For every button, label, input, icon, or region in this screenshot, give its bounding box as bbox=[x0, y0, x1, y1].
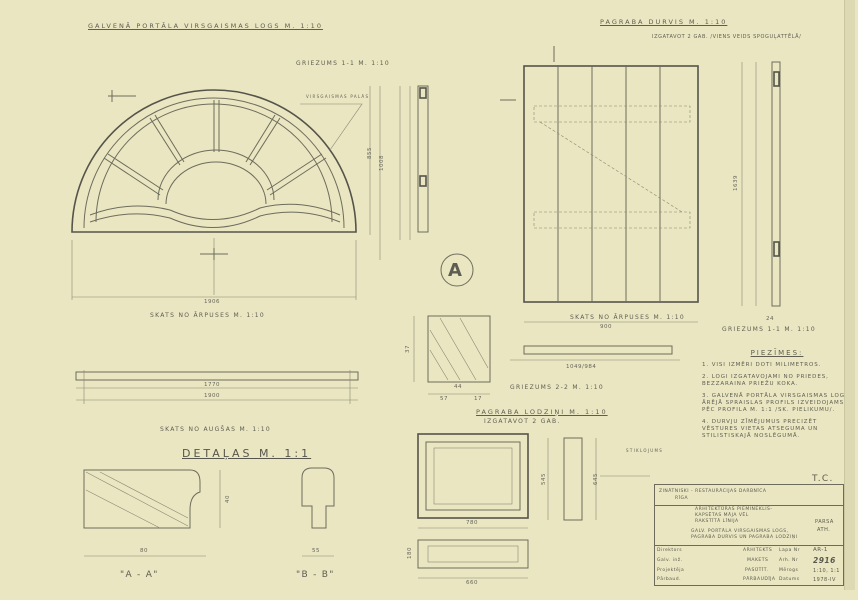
door-title: PAGRABA DURVIS M. 1:10 bbox=[600, 18, 728, 26]
note-item: 2. LOGI IZGATAVOJAMI NO PRIEDES, BEZZARA… bbox=[702, 374, 829, 387]
dim-top-outer: 1900 bbox=[204, 393, 220, 399]
dim-arch-h1: 855 bbox=[367, 147, 373, 159]
door-section-title: GRIEZUMS 1-1 M. 1:10 bbox=[722, 326, 816, 333]
door-elevation bbox=[500, 46, 699, 323]
dim-detail-b: 55 bbox=[312, 548, 320, 554]
tb-col-label: Lapa Nr bbox=[779, 548, 801, 553]
dim-sec22-a: 44 bbox=[454, 384, 462, 390]
tb-sheet-no: AR-1 bbox=[813, 547, 828, 553]
dim-door-sec: 24 bbox=[766, 316, 774, 322]
tb-left-label: Pārbaud. bbox=[657, 577, 682, 582]
tb-left-label: Direktors bbox=[657, 548, 683, 553]
tb-object-1: ARHITEKTŪRAS PIEMINEKLIS- bbox=[695, 507, 773, 512]
section-2-2 bbox=[413, 315, 491, 395]
note-item: 1. VISI IZMĒRI DOTI MILIMETROS. bbox=[702, 362, 822, 368]
dim-bw-h2: 645 bbox=[593, 473, 599, 485]
dim-sec22-h: 37 bbox=[405, 345, 411, 353]
window-view-title: SKATS NO ĀRPUSES M. 1:10 bbox=[150, 312, 266, 319]
tb-stage2: ATH. bbox=[817, 527, 831, 533]
dim-bw-inner: 780 bbox=[466, 520, 478, 526]
tb-left-label: Galv. inž. bbox=[657, 558, 683, 563]
window-main-title: GALVENĀ PORTĀLA VIRSGAISMAS LOGS M. 1:10 bbox=[88, 22, 323, 30]
dim-detail-w: 80 bbox=[140, 548, 148, 554]
basement-window-title: PAGRABA LODZIŅI M. 1:10 bbox=[476, 408, 608, 416]
tb-archive-no: 2916 bbox=[813, 556, 836, 565]
tb-stage: PARSA bbox=[815, 519, 834, 525]
tb-sheet-title-2: PAGRABA DURVIS UN PAGRABA LODZIŅI bbox=[691, 535, 798, 540]
tb-col-label: Arh. Nr bbox=[779, 558, 799, 563]
door-view-title: SKATS NO ĀRPUSES M. 1:10 bbox=[570, 314, 686, 321]
note-item: 4. DURVJU ZĪMĒJUMUS PRECIZĒT VĒSTURES VI… bbox=[702, 419, 819, 439]
tb-org: ZINĀTNISKI - RESTAURĀCIJAS DARBNĪCA bbox=[659, 489, 767, 494]
title-block: ZINĀTNISKI - RESTAURĀCIJAS DARBNĪCA RĪGA… bbox=[654, 484, 844, 586]
window-section-title: GRIEZUMS 1-1 M. 1:10 bbox=[296, 60, 390, 67]
tb-org-sub: RĪGA bbox=[675, 496, 689, 501]
tb-col-label: Mērogs bbox=[779, 568, 799, 573]
notes-panel: PIEZĪMES: 1. VISI IZMĒRI DOTI MILIMETROS… bbox=[702, 350, 852, 445]
tb-object-3: RAKSTĪTĀ LĪNIJA bbox=[695, 519, 739, 524]
tb-object-2: KAPSĒTAS MĀJA VĒL bbox=[695, 513, 749, 518]
top-view-title: SKATS NO AUGŠAS M. 1:10 bbox=[160, 426, 272, 433]
stiklojums-label: STIKLOJUMS bbox=[626, 448, 664, 453]
dim-detail-h: 40 bbox=[225, 495, 231, 503]
tb-date: 1978-IV bbox=[813, 577, 836, 583]
window-top-view bbox=[75, 370, 359, 404]
door-note: IZGATAVOT 2 GAB. /VIENS VEIDS SPOGUĻATTĒ… bbox=[652, 34, 802, 40]
dim-bw-h: 545 bbox=[541, 473, 547, 485]
tb-row-label: PASŪTĪT. bbox=[745, 568, 769, 573]
basement-window-note: IZGATAVOT 2 GAB. bbox=[484, 418, 561, 425]
notes-heading: PIEZĪMES: bbox=[750, 349, 804, 357]
window-section-1-1 bbox=[399, 85, 429, 240]
tb-sheet-title-1: GALV. PORTĀLA VIRSGAISMAS LOGS, bbox=[691, 529, 789, 534]
signature-initials: T.C. bbox=[812, 474, 834, 484]
dim-sec22-b: 57 bbox=[440, 396, 448, 402]
dim-door-sec-b: 1049/984 bbox=[566, 364, 597, 370]
detail-b-label: "B - B" bbox=[296, 570, 335, 580]
details-title: DETAĻAS M. 1:1 bbox=[182, 447, 312, 460]
basement-window bbox=[417, 433, 650, 579]
dim-door-width: 900 bbox=[600, 324, 612, 330]
door-section-1-1 bbox=[741, 61, 781, 307]
transom-label: VIRSGAISMAS PALĀS bbox=[306, 94, 370, 99]
tb-row-label: PĀRBAUDĪJA bbox=[743, 577, 776, 582]
marker-a-label: A bbox=[448, 260, 464, 281]
profile-details bbox=[83, 467, 335, 557]
dim-bw-outer: 660 bbox=[466, 580, 478, 586]
arch-window-elevation bbox=[71, 86, 381, 300]
section-marker-a bbox=[440, 253, 474, 287]
tb-row-label: MAKETS bbox=[747, 558, 769, 563]
section-22-title: GRIEZUMS 2-2 M. 1:10 bbox=[510, 384, 604, 391]
sheet-edge bbox=[844, 0, 855, 590]
tb-left-label: Projektēja bbox=[657, 568, 685, 573]
tb-scale: 1:10, 1:1 bbox=[813, 568, 840, 574]
dim-top-inner: 1770 bbox=[204, 382, 220, 388]
dim-arch-width: 1906 bbox=[204, 299, 220, 305]
dim-sec22-c: 17 bbox=[474, 396, 482, 402]
tb-row-label: ARHITEKTS bbox=[743, 548, 773, 553]
detail-a-label: "A - A" bbox=[120, 570, 159, 580]
tb-col-label: Datums bbox=[779, 577, 800, 582]
dim-arch-h2: 1008 bbox=[379, 155, 385, 171]
dim-bw-d: 180 bbox=[407, 547, 413, 559]
dim-door-height: 1639 bbox=[733, 175, 739, 191]
door-top-view bbox=[510, 345, 680, 361]
note-item: 3. GALVENĀ PORTĀLA VIRSGAISMAS LOGA ĀRĒJ… bbox=[702, 393, 850, 413]
